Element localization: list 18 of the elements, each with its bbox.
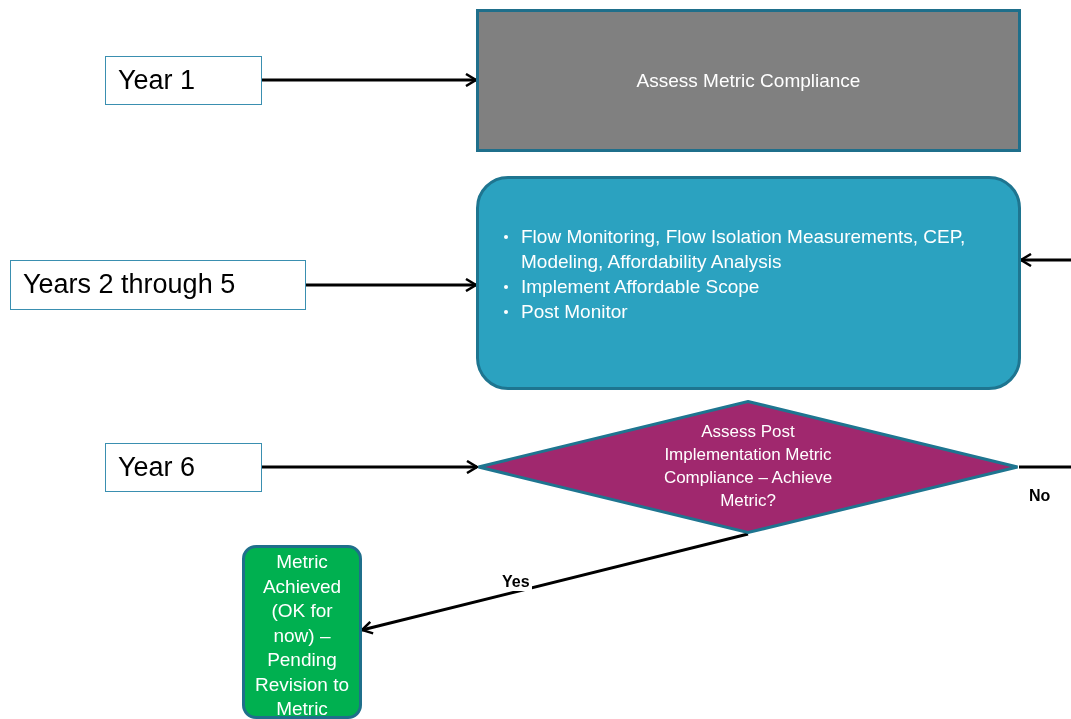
- decision-diamond: [477, 400, 1019, 534]
- bullet-item: Flow Monitoring, Flow Isolation Measurements, CEP, Modeling, Affordability Analysis: [499, 224, 998, 274]
- arrow: [262, 72, 478, 88]
- arrow: [306, 277, 478, 293]
- decision-text: Assess Post Implementation Metric Compliance – Achieve Metric?: [662, 421, 834, 512]
- connector-line: [1019, 465, 1071, 469]
- bullet-item: Implement Affordable Scope: [499, 274, 998, 299]
- arrow: [1019, 252, 1071, 268]
- process-box: Assess Metric Compliance: [476, 9, 1021, 152]
- bullet-item: Post Monitor: [499, 299, 998, 324]
- arrow: [360, 532, 749, 635]
- process-box: [476, 176, 1021, 390]
- label-box: Year 6: [105, 443, 262, 492]
- label-box: Year 1: [105, 56, 262, 105]
- label-box: Years 2 through 5: [10, 260, 306, 310]
- edge-label: Yes: [500, 573, 532, 591]
- arrow: [262, 459, 479, 475]
- result-box: Metric Achieved (OK for now) – Pending Revision to Metric: [242, 545, 362, 719]
